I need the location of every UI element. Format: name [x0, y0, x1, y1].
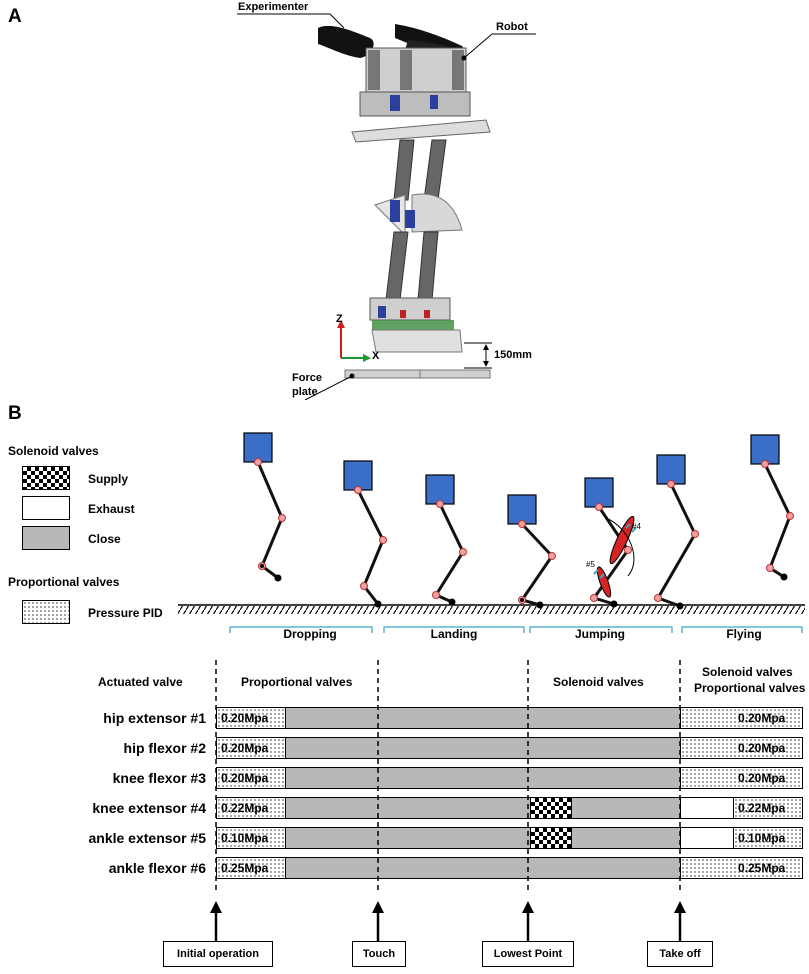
muscle-label-4: #4 — [632, 522, 641, 531]
left-pressure-value: 0.20Mpa — [221, 741, 269, 755]
right-pressure-value: 0.10Mpa — [738, 831, 786, 845]
axis-z-label: Z — [336, 313, 343, 325]
left-pressure-value: 0.20Mpa — [221, 711, 269, 725]
event-take-off: Take off — [647, 941, 713, 967]
legend-proportional-title: Proportional valves — [8, 575, 120, 589]
height-label: 150mm — [494, 349, 532, 361]
right-pressure-value: 0.20Mpa — [738, 771, 786, 785]
right-pressure-value: 0.25Mpa — [738, 861, 786, 875]
supply-bar — [530, 827, 572, 849]
right-pressure-bar — [680, 767, 803, 789]
right-pressure-value: 0.20Mpa — [738, 711, 786, 725]
legend-exhaust-label: Exhaust — [88, 502, 135, 516]
header-actuated-valve: Actuated valve — [98, 675, 183, 689]
right-pressure-bar — [680, 707, 803, 729]
panel-b-label: B — [8, 403, 22, 424]
header-right-solenoid: Solenoid valves — [702, 665, 793, 679]
phase-flying: Flying — [726, 627, 762, 641]
left-pressure-bar — [216, 767, 286, 789]
legend-supply-label: Supply — [88, 472, 129, 486]
force-plate-label-2: plate — [292, 386, 318, 398]
row-label: knee extensor #4 — [92, 800, 206, 816]
row-label: hip flexor #2 — [123, 740, 206, 756]
left-pressure-value: 0.22Mpa — [221, 801, 269, 815]
axis-x-label: X — [372, 350, 380, 362]
left-pressure-value: 0.25Mpa — [221, 861, 269, 875]
header-right-proportional: Proportional valves — [694, 681, 806, 695]
legend-solenoid-title: Solenoid valves — [8, 444, 99, 458]
panel-a-label: A — [8, 6, 22, 27]
event-initial-operation: Initial operation — [163, 941, 273, 967]
legend-pressure-swatch — [22, 600, 70, 624]
experimenter-label: Experimenter — [238, 1, 309, 13]
left-pressure-bar — [216, 707, 286, 729]
jump-sequence-illustration — [178, 432, 805, 633]
left-pressure-bar — [216, 827, 286, 849]
left-pressure-value: 0.20Mpa — [221, 771, 269, 785]
right-pressure-bar — [733, 827, 803, 849]
header-proportional: Proportional valves — [241, 675, 353, 689]
phase-jumping: Jumping — [575, 627, 625, 641]
row-label: hip extensor #1 — [103, 710, 206, 726]
right-pressure-value: 0.22Mpa — [738, 801, 786, 815]
row-label: knee flexor #3 — [112, 770, 206, 786]
phase-dropping: Dropping — [283, 627, 337, 641]
muscle-label-5: #5 — [586, 560, 595, 569]
legend-pressure-label: Pressure PID — [88, 606, 163, 620]
left-pressure-value: 0.10Mpa — [221, 831, 269, 845]
legend-exhaust-swatch — [22, 496, 70, 520]
legend-supply-swatch — [22, 466, 70, 490]
robot-label: Robot — [496, 21, 528, 33]
row-label: ankle extensor #5 — [88, 830, 206, 846]
right-pressure-value: 0.20Mpa — [738, 741, 786, 755]
robot-illustration — [237, 13, 536, 400]
header-solenoid: Solenoid valves — [553, 675, 644, 689]
left-pressure-bar — [216, 737, 286, 759]
event-markers — [210, 660, 686, 941]
left-pressure-bar — [216, 857, 286, 879]
phase-landing: Landing — [430, 627, 478, 641]
force-plate-label-1: Force — [292, 372, 322, 384]
row-label: ankle flexor #6 — [108, 860, 206, 876]
supply-bar — [530, 797, 572, 819]
right-pressure-bar — [680, 737, 803, 759]
legend-close-label: Close — [88, 532, 121, 546]
event-touch: Touch — [352, 941, 406, 967]
right-pressure-bar — [733, 797, 803, 819]
event-lowest-point: Lowest Point — [482, 941, 574, 967]
right-pressure-bar — [680, 857, 803, 879]
legend-close-swatch — [22, 526, 70, 550]
